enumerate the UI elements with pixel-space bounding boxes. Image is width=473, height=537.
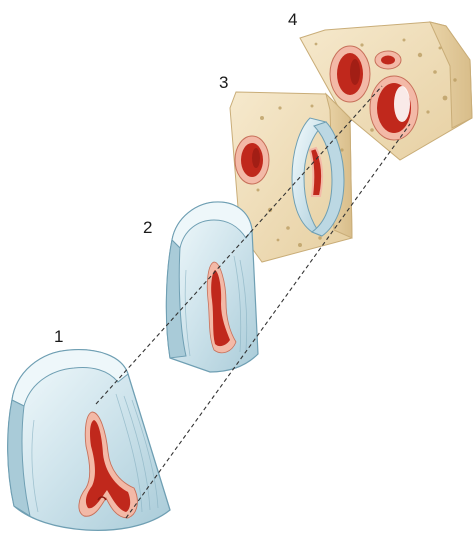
- stage-label-2: 2: [143, 218, 152, 237]
- stage-label-1: 1: [54, 327, 63, 346]
- stage4-left-canal: [330, 46, 370, 102]
- stage2-cartilage-block: [166, 202, 258, 372]
- stage-label-4: 4: [288, 10, 297, 29]
- stage4-main-canal: [370, 76, 418, 140]
- stage1-cartilage-block: [8, 350, 170, 531]
- stage4-small-canal: [375, 51, 401, 69]
- stage-label-3: 3: [219, 73, 228, 92]
- stage3-left-canal: [235, 136, 269, 184]
